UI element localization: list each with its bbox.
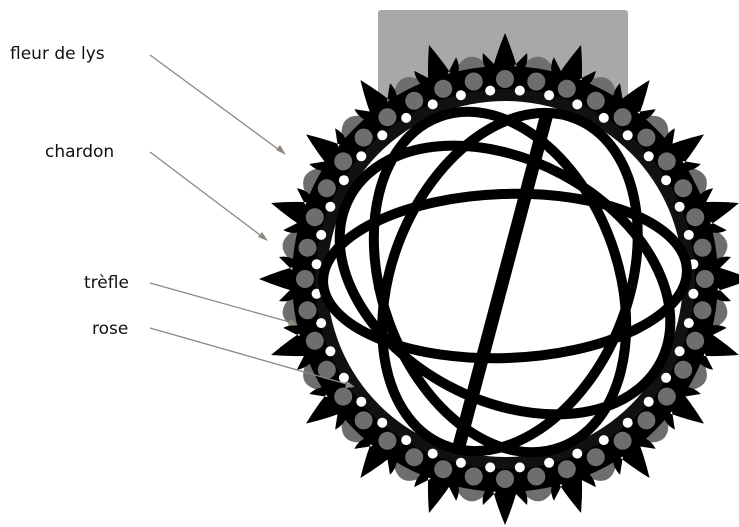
clover-lobe bbox=[527, 73, 545, 91]
clover-lobe bbox=[686, 208, 704, 226]
leader-trefle bbox=[150, 283, 293, 323]
clover-lobe bbox=[434, 460, 452, 478]
leader-fleur bbox=[150, 55, 282, 152]
rose-accent bbox=[661, 373, 671, 383]
clover-lobe bbox=[434, 80, 452, 98]
rose-accent bbox=[485, 86, 495, 96]
rose-accent bbox=[325, 346, 335, 356]
rose-accent bbox=[661, 175, 671, 185]
rose-accent bbox=[544, 90, 554, 100]
clover-lobe bbox=[355, 129, 373, 147]
label-rose: rose bbox=[92, 319, 128, 339]
clover-lobe bbox=[587, 92, 605, 110]
clover-lobe bbox=[696, 270, 714, 288]
clover-lobe bbox=[355, 411, 373, 429]
rose-accent bbox=[325, 202, 335, 212]
clover-lobe bbox=[587, 448, 605, 466]
clover-lobe bbox=[378, 432, 396, 450]
rose-accent bbox=[316, 230, 326, 240]
rose-accent bbox=[356, 397, 366, 407]
clover-lobe bbox=[614, 432, 632, 450]
clover-lobe bbox=[496, 470, 514, 488]
arrowhead-fleur bbox=[276, 145, 286, 155]
clover-lobe bbox=[694, 301, 712, 319]
rose-accent bbox=[644, 151, 654, 161]
rose-accent bbox=[401, 435, 411, 445]
clover-lobe bbox=[334, 388, 352, 406]
clover-lobe bbox=[658, 388, 676, 406]
clover-lobe bbox=[658, 152, 676, 170]
rose-accent bbox=[515, 86, 525, 96]
clover-lobe bbox=[674, 179, 692, 197]
clover-lobe bbox=[378, 108, 396, 126]
rose-accent bbox=[684, 318, 694, 328]
clover-lobe bbox=[694, 239, 712, 257]
rose-accent bbox=[599, 113, 609, 123]
clover-lobe bbox=[496, 70, 514, 88]
clover-lobe bbox=[527, 468, 545, 486]
rose-accent bbox=[544, 458, 554, 468]
rose-accent bbox=[644, 397, 654, 407]
clover-lobe bbox=[299, 239, 317, 257]
clover-lobe bbox=[334, 152, 352, 170]
clover-lobe bbox=[637, 411, 655, 429]
rose-accent bbox=[377, 130, 387, 140]
clover-lobe bbox=[405, 92, 423, 110]
rose-accent bbox=[339, 175, 349, 185]
rose-accent bbox=[312, 259, 322, 269]
label-fleur-de-lys: fleur de lys bbox=[10, 44, 105, 64]
rose-accent bbox=[428, 99, 438, 109]
rose-accent bbox=[623, 418, 633, 428]
label-trefle: trèfle bbox=[84, 273, 129, 293]
clover-lobe bbox=[465, 468, 483, 486]
rose-accent bbox=[428, 449, 438, 459]
arrowhead-chardon bbox=[258, 232, 268, 241]
rose-accent bbox=[401, 113, 411, 123]
rose-accent bbox=[456, 90, 466, 100]
rose-accent bbox=[339, 373, 349, 383]
clover-lobe bbox=[686, 332, 704, 350]
rose-accent bbox=[599, 435, 609, 445]
clover-lobe bbox=[558, 460, 576, 478]
rose-accent bbox=[456, 458, 466, 468]
rose-accent bbox=[316, 318, 326, 328]
rose-accent bbox=[572, 449, 582, 459]
clover-lobe bbox=[465, 73, 483, 91]
clover-lobe bbox=[296, 270, 314, 288]
rose-accent bbox=[377, 418, 387, 428]
rose-accent bbox=[684, 230, 694, 240]
clover-lobe bbox=[674, 361, 692, 379]
clover-lobe bbox=[614, 108, 632, 126]
rose-accent bbox=[623, 130, 633, 140]
rose-accent bbox=[675, 202, 685, 212]
clover-lobe bbox=[405, 448, 423, 466]
label-chardon: chardon bbox=[45, 142, 114, 162]
rose-accent bbox=[515, 462, 525, 472]
clover-lobe bbox=[637, 129, 655, 147]
clover-lobe bbox=[306, 208, 324, 226]
clover-lobe bbox=[306, 332, 324, 350]
rose-accent bbox=[485, 462, 495, 472]
rose-accent bbox=[675, 346, 685, 356]
rose-accent bbox=[356, 151, 366, 161]
rose-accent bbox=[688, 289, 698, 299]
clover-lobe bbox=[558, 80, 576, 98]
leader-chardon bbox=[150, 152, 264, 238]
clover-lobe bbox=[299, 301, 317, 319]
rose-accent bbox=[572, 99, 582, 109]
clover-lobe bbox=[318, 179, 336, 197]
